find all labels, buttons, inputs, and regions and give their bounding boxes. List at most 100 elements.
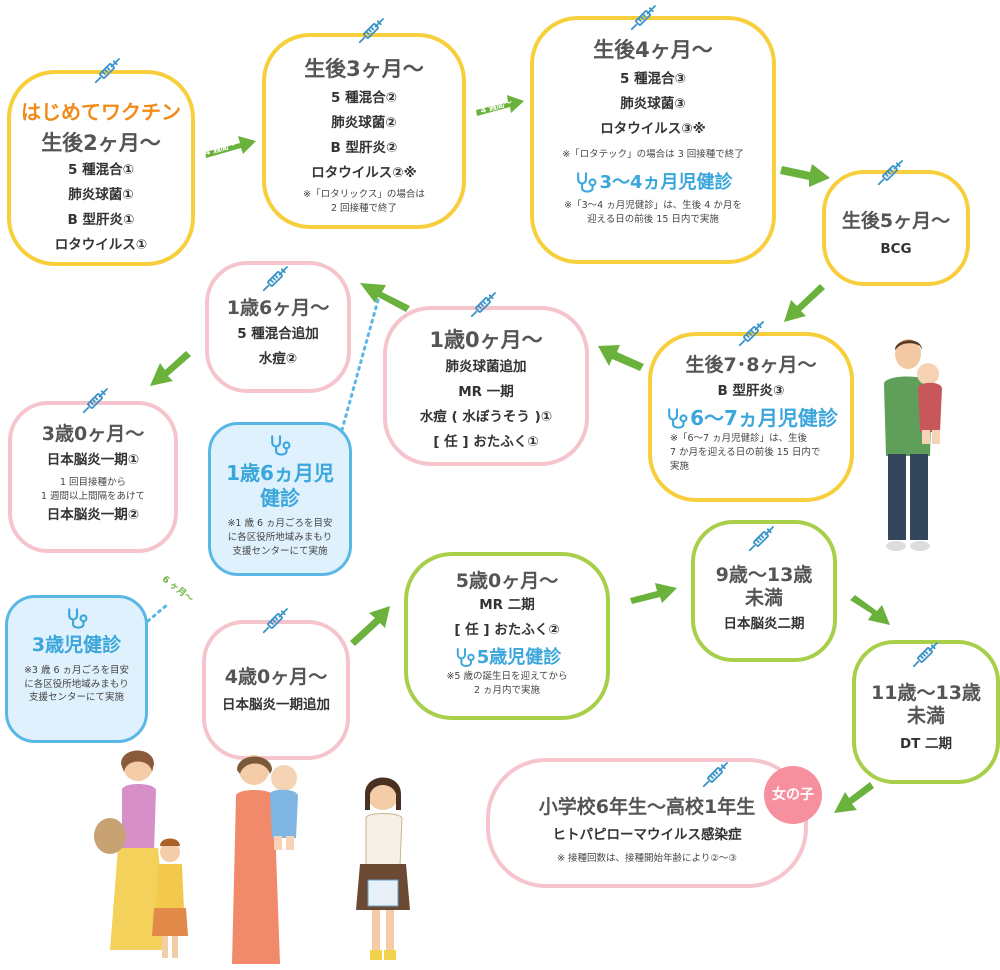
vaccine-item: 肺炎球菌② [266,111,462,136]
checkup-6-7-months: 6〜7ヵ月児健診 [652,406,850,433]
note: 実施 [652,460,850,474]
checkup-title: 1歳6ヵ月児 [211,461,349,486]
stethoscope-icon [453,646,477,670]
vaccine-item: 日本脳炎一期② [12,503,174,528]
syringe-icon [628,3,658,33]
node-title: 3歳0ヶ月〜 [12,423,174,446]
node-3-years: 3歳0ヶ月〜 日本脳炎一期① 1 回目接種から 1 週間以上間隔をあけて 日本脳… [8,401,178,553]
vaccine-item: 5 種混合① [11,158,191,183]
note: に各区役所地域みまもり [8,678,145,692]
node-title: 9歳〜13歳 [695,564,833,587]
vaccine-item: 5 種混合③ [534,67,772,92]
node-4-months: 生後4ヶ月〜 5 種混合③ 肺炎球菌③ ロタウイルス③※ ※「ロタテック」の場合… [530,16,776,264]
node-title: 生後2ヶ月〜 [11,131,191,156]
node-title: 5歳0ヶ月〜 [408,570,606,593]
vaccine-item: 肺炎球菌追加 [387,355,585,380]
note: ※「ロタテック」の場合は 3 回接種で終了 [534,148,772,162]
checkup-3-years: 3歳児健診 ※3 歳 6 ヵ月ごろを目安 に各区役所地域みまもり 支援センターに… [5,595,148,743]
vaccine-item: 肺炎球菌③ [534,92,772,117]
vaccine-item: MR 一期 [387,380,585,405]
syringe-icon [80,386,110,416]
stethoscope-icon [64,606,90,632]
syringe-icon [875,158,905,188]
note: ※1 歳 6 ヵ月ごろを目安 [211,517,349,531]
node-title: 未満 [856,705,996,728]
node-title: 小学校6年生〜高校1年生 [490,796,804,819]
syringe-icon [700,760,730,790]
node-title: 1歳0ヶ月〜 [387,328,585,353]
note: 支援センターにて実施 [8,691,145,705]
syringe-icon [468,290,498,320]
vaccine-item: ロタウイルス②※ [266,161,462,186]
vaccine-item: 5 種混合追加 [209,322,347,347]
vaccine-item: 日本脳炎二期 [695,612,833,637]
stethoscope-icon [267,433,293,459]
checkup-title: 健診 [211,486,349,511]
father-with-baby-illustration [870,336,950,556]
node-7-8-months: 生後7･8ヶ月〜 B 型肝炎③ 6〜7ヵ月児健診 ※「6〜7 ヵ月児健診」は、生… [648,332,854,502]
vaccine-item: B 型肝炎② [266,136,462,161]
arrow-5y-9y [630,583,677,604]
arrow-18m-3y [150,351,191,386]
vaccine-item: ロタウイルス③※ [534,117,772,142]
note: 迎える日の前後 15 日内で実施 [534,213,772,227]
checkup-label: 5歳児健診 [477,647,562,668]
vaccine-item: BCG [826,237,966,262]
checkup-5-years: 5歳児健診 [408,643,606,670]
syringe-icon [746,524,776,554]
stethoscope-icon [664,406,690,432]
syringe-icon [260,606,290,636]
girls-badge: 女の子 [764,766,822,824]
vaccine-item: 水痘 ( 水ぼうそう )① [387,405,585,430]
vaccine-item: 5 種混合② [266,86,462,111]
mother-with-daughter-illustration [88,740,198,968]
node-title: 未満 [695,587,833,610]
node-title: 生後7･8ヶ月〜 [652,354,850,377]
checkup-3-4-months: 3〜4ヵ月児健診 [534,168,772,196]
node-3-months: 生後3ヶ月〜 5 種混合② 肺炎球菌② B 型肝炎② ロタウイルス②※ ※「ロタ… [262,33,466,229]
first-vaccine-label: はじめてワクチン [11,96,191,125]
node-2-months: はじめてワクチン 生後2ヶ月〜 5 種混合① 肺炎球菌① B 型肝炎① ロタウイ… [7,70,195,266]
stethoscope-icon [573,170,599,196]
node-5-years: 5歳0ヶ月〜 MR 二期 [ 任 ] おたふく② 5歳児健診 ※5 歳の誕生日を… [404,552,610,720]
mother-holding-baby-illustration [214,748,314,970]
vaccine-item: B 型肝炎③ [652,379,850,404]
arrow-9y-11y [850,595,890,625]
syringe-icon [92,56,122,86]
node-1-year: 1歳0ヶ月〜 肺炎球菌追加 MR 一期 水痘 ( 水ぼうそう )① [ 任 ] … [383,306,589,466]
node-title: 生後3ヶ月〜 [266,57,462,82]
vaccine-item: B 型肝炎① [11,208,191,233]
syringe-icon [356,16,386,46]
arrow-1y-18m [360,283,410,312]
arrow-5m-78m [784,284,825,322]
vaccine-item: MR 二期 [408,593,606,618]
arrow-4y-5y [350,606,390,646]
note: ※ 接種回数は、接種開始年齢により②〜③ [490,852,804,866]
vaccine-item: ヒトパピローマウイルス感染症 [490,823,804,848]
arrow-78m-1y [598,345,644,371]
checkup-label: 3〜4ヵ月児健診 [599,172,732,193]
vaccine-item: [ 任 ] おたふく① [387,430,585,455]
schoolgirl-illustration [348,770,418,966]
vaccine-item: [ 任 ] おたふく② [408,618,606,643]
note: 1 回目接種から [12,476,174,490]
vaccine-item: 日本脳炎一期① [12,448,174,473]
vaccine-item: DT 二期 [856,732,996,757]
syringe-icon [260,264,290,294]
checkup-title: 3歳児健診 [8,634,145,658]
node-title: 生後5ヶ月〜 [826,210,966,233]
node-hpv: 小学校6年生〜高校1年生 ヒトパピローマウイルス感染症 ※ 接種回数は、接種開始… [486,758,808,888]
arrow-11y-hpv [834,782,874,813]
arrow-4m-5m [780,164,830,187]
node-4-years: 4歳0ヶ月〜 日本脳炎一期追加 [202,620,350,760]
note: 7 か月を迎える日の前後 15 日内で [652,446,850,460]
node-title: 生後4ヶ月〜 [534,38,772,63]
checkup-1-year-6-months: 1歳6ヵ月児 健診 ※1 歳 6 ヵ月ごろを目安 に各区役所地域みまもり 支援セ… [208,422,352,576]
note: 2 回接種で終了 [266,202,462,216]
node-title: 1歳6ヶ月〜 [209,297,347,320]
vaccine-item: 日本脳炎一期追加 [206,693,346,718]
note: ※「ロタリックス」の場合は [266,188,462,202]
checkup-label: 6〜7ヵ月児健診 [690,406,838,430]
note: ※「3〜4 ヵ月児健診」は、生後 4 か月を [534,199,772,213]
note: 支援センターにて実施 [211,545,349,559]
